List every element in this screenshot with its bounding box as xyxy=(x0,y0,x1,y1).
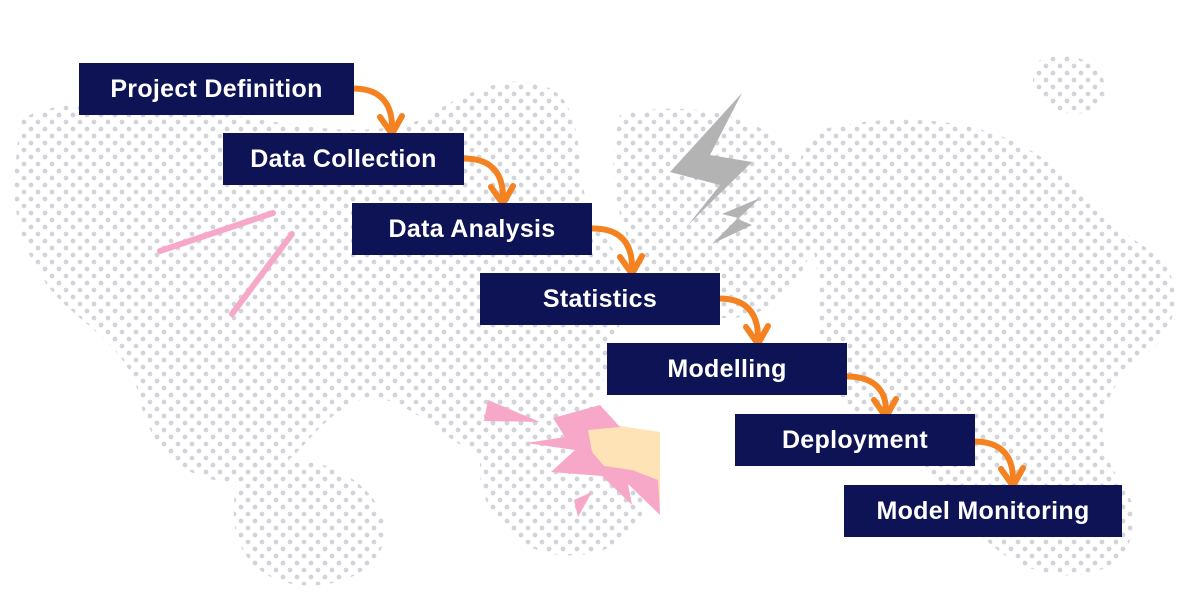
step-data-analysis: Data Analysis xyxy=(352,203,592,255)
step-label: Data Collection xyxy=(250,144,437,173)
step-label: Modelling xyxy=(667,354,787,383)
step-label: Statistics xyxy=(542,284,658,313)
pink-line-icon xyxy=(157,210,295,317)
step-statistics: Statistics xyxy=(480,273,720,325)
step-project-definition: Project Definition xyxy=(79,63,354,115)
step-data-collection: Data Collection xyxy=(223,133,464,185)
dotted-map-background xyxy=(14,56,1176,586)
step-label: Data Analysis xyxy=(388,214,556,243)
step-deployment: Deployment xyxy=(735,414,975,466)
step-label: Deployment xyxy=(781,425,929,454)
step-model-monitoring: Model Monitoring xyxy=(844,485,1122,537)
step-modelling: Modelling xyxy=(607,343,847,395)
step-label: Project Definition xyxy=(110,74,323,103)
step-label: Model Monitoring xyxy=(876,496,1090,525)
lightning-bolt-icon xyxy=(670,93,760,244)
burst-icon xyxy=(484,400,660,517)
